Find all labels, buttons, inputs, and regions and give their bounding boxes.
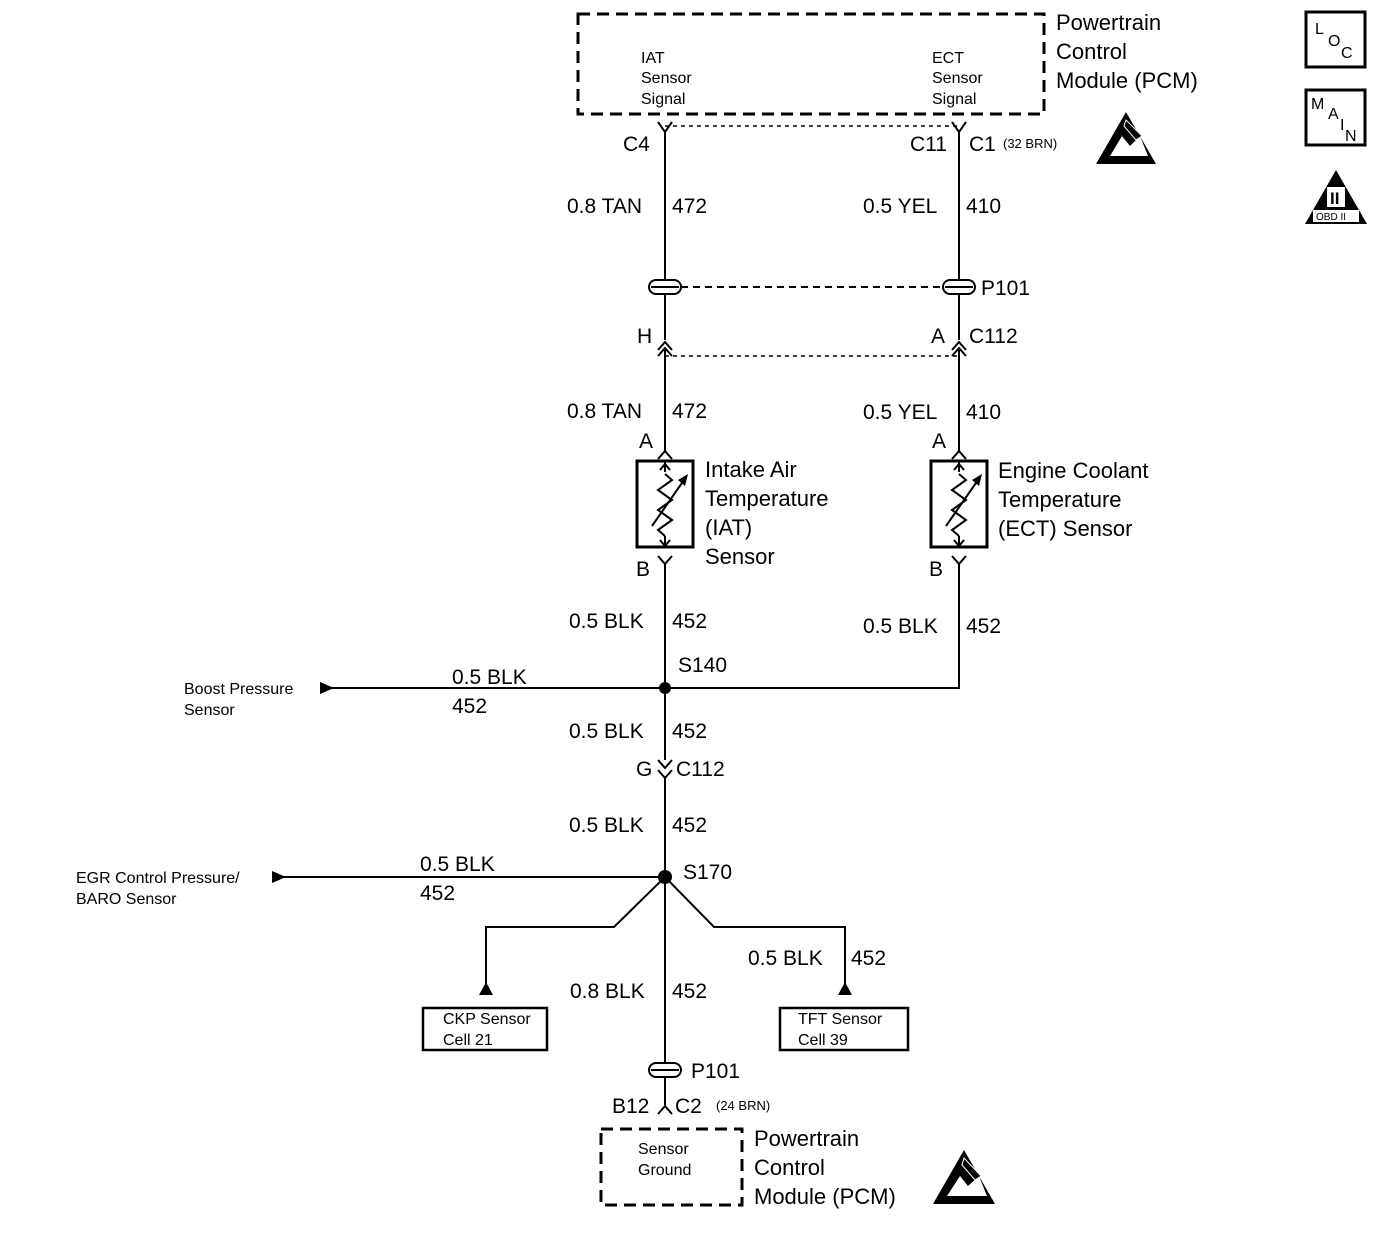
esd-warning-icon (1096, 112, 1156, 164)
iat-ground-circuit: 452 (672, 610, 707, 633)
svg-text:L: L (1315, 21, 1324, 38)
tft-wire (664, 876, 846, 990)
boost-circuit: 452 (452, 695, 487, 718)
iat-ground-gauge: 0.5 BLK (569, 610, 644, 633)
iat-pin-a-terminal (657, 449, 673, 460)
tft-gauge: 0.5 BLK (748, 947, 823, 970)
iat-lower-circuit: 472 (672, 400, 707, 423)
sensor-ground-label: Sensor Ground (638, 1141, 693, 1179)
svg-text:O: O (1328, 33, 1340, 50)
iat-pin-b-label: B (636, 558, 650, 581)
ect-sensor (929, 459, 989, 549)
pcm-bottom-title: Powertrain Control Module (PCM) (754, 1126, 896, 1209)
ect-ground-gauge: 0.5 BLK (863, 615, 938, 638)
tft-sensor-label: TFT Sensor Cell 39 (798, 1011, 887, 1049)
c112-g-terminal-top (657, 759, 673, 770)
pcm-top: IAT Sensor Signal ECT Sensor Signal Powe… (576, 10, 1198, 116)
ect-ground-circuit: 452 (966, 615, 1001, 638)
pcm-ground-gauge: 0.8 BLK (570, 980, 645, 1003)
egr-arrow-icon (272, 871, 286, 883)
ect-signal-label: ECT Sensor Signal (932, 50, 987, 108)
iat-sensor-label: Intake Air Temperature (IAT) Sensor (705, 457, 835, 569)
pin-c2-note: (24 BRN) (716, 1098, 770, 1113)
s140-s170b-gauge: 0.5 BLK (569, 814, 644, 837)
svg-text:M: M (1311, 96, 1324, 113)
svg-text:I: I (1340, 117, 1344, 134)
tft-circuit: 452 (851, 947, 886, 970)
iat-sensor (635, 459, 695, 549)
s140-s170b-circuit: 452 (672, 814, 707, 837)
pcm-ground-circuit: 452 (672, 980, 707, 1003)
pin-b12-label: B12 (612, 1095, 649, 1118)
svg-text:A: A (1328, 106, 1339, 123)
obd-ii-icon: II OBD II (1305, 170, 1367, 224)
ect-pin-b-terminal (951, 555, 967, 566)
location-icon: L O C (1304, 10, 1367, 69)
connector-c1-note: (32 BRN) (1003, 136, 1057, 151)
pin-g-label: G (636, 758, 652, 781)
pcm-top-title: Powertrain Control Module (PCM) (1056, 10, 1198, 93)
iat-lower-gauge: 0.8 TAN (567, 400, 642, 423)
ect-ground-wire (665, 564, 960, 689)
pcm-bottom-box (599, 1127, 744, 1207)
s140-s170a-gauge: 0.5 BLK (569, 720, 644, 743)
ect-lower-circuit: 410 (966, 401, 1001, 424)
egr-sensor-label: EGR Control Pressure/ BARO Sensor (76, 870, 244, 908)
iat-upper-circuit: 472 (672, 195, 707, 218)
iat-upper-gauge: 0.8 TAN (567, 195, 642, 218)
ect-sensor-label: Engine Coolant Temperature (ECT) Sensor (998, 458, 1155, 541)
pin-c2-label: C2 (675, 1095, 702, 1118)
tft-sensor-box (778, 1006, 910, 1052)
tft-arrow-icon (838, 982, 852, 995)
pin-a-c112-label: A (931, 325, 945, 348)
egr-circuit: 452 (420, 882, 455, 905)
c2-b12-terminal (657, 1104, 673, 1115)
svg-text:II: II (1330, 189, 1339, 208)
connector-c1-label: C1 (969, 133, 996, 156)
ect-pin-a-terminal (951, 449, 967, 460)
ect-lower-gauge: 0.5 YEL (863, 401, 937, 424)
iat-pin-b-terminal (657, 555, 673, 566)
p101-top-label: P101 (981, 277, 1030, 300)
boost-arrow-icon (320, 682, 334, 694)
boost-sensor-label: Boost Pressure Sensor (184, 681, 298, 719)
p101-bottom-shield (648, 1062, 682, 1078)
ect-upper-gauge: 0.5 YEL (863, 195, 937, 218)
s140-label: S140 (678, 654, 727, 677)
c112-g-terminal-bottom (657, 769, 673, 780)
s170-label: S170 (683, 861, 732, 884)
ect-pin-b-label: B (929, 558, 943, 581)
ckp-sensor-box (421, 1006, 549, 1052)
esd-warning-icon (933, 1150, 995, 1204)
c112-ground-label: C112 (676, 758, 725, 781)
p101-top-shield (648, 279, 976, 295)
pcm-top-box (576, 12, 1046, 116)
c4-c11-terminals (657, 121, 967, 134)
p101-bottom-label: P101 (691, 1060, 740, 1083)
pcm-bottom: Sensor Ground Powertrain Control Module … (599, 1126, 896, 1209)
pin-c11-label: C11 (910, 133, 947, 156)
s140-s170a-circuit: 452 (672, 720, 707, 743)
iat-signal-label: IAT Sensor Signal (641, 50, 696, 108)
svg-text:OBD II: OBD II (1316, 212, 1346, 223)
pin-h-label: H (637, 325, 652, 348)
iat-pin-a-label: A (639, 430, 653, 453)
svg-text:C: C (1341, 45, 1353, 62)
svg-text:N: N (1345, 128, 1357, 145)
pin-c4-label: C4 (623, 133, 650, 156)
c112-connector (657, 340, 967, 357)
boost-gauge: 0.5 BLK (452, 666, 527, 689)
ckp-wire (485, 876, 666, 990)
ect-pin-a-label: A (932, 430, 946, 453)
ckp-arrow-icon (479, 982, 493, 995)
ect-upper-circuit: 410 (966, 195, 1001, 218)
main-icon: M A I N (1304, 88, 1367, 147)
egr-gauge: 0.5 BLK (420, 853, 495, 876)
ckp-sensor-label: CKP Sensor Cell 21 (443, 1011, 535, 1049)
connector-c112-label: C112 (969, 325, 1018, 348)
